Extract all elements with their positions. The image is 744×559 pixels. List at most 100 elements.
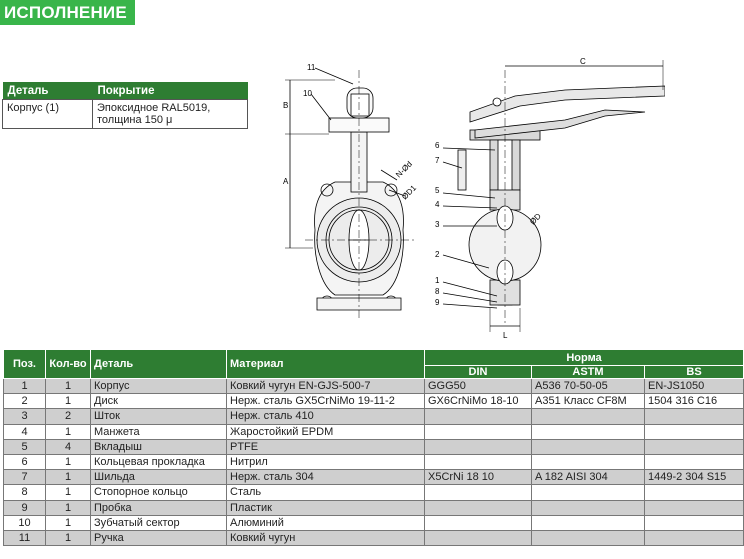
cell-material: Жаростойкий EPDM	[226, 423, 425, 440]
col-material: Материал	[226, 349, 425, 379]
cell-astm	[531, 423, 645, 440]
callout-4: 4	[435, 200, 440, 209]
cell-din	[424, 499, 532, 516]
callout-7: 7	[435, 156, 440, 165]
dim-a: A	[283, 177, 289, 186]
col-bs: BS	[643, 365, 744, 379]
cell-din	[424, 484, 532, 501]
col-qty: Кол-во	[45, 349, 91, 379]
cell-material: Алюминий	[226, 514, 425, 531]
cell-astm	[531, 453, 645, 471]
callout-2: 2	[435, 250, 440, 259]
col-pos: Поз.	[3, 349, 46, 379]
cell-qty: 1	[45, 469, 91, 486]
coating-row: Корпус (1) Эпоксидное RAL5019, толщина 1…	[2, 99, 248, 129]
callout-10: 10	[303, 89, 312, 98]
cell-material: Нерж. сталь 410	[226, 408, 425, 425]
callout-3: 3	[435, 220, 440, 229]
cell-bs: 1449-2 304 S15	[643, 469, 744, 486]
cell-pos: 5	[3, 438, 46, 455]
cell-bs	[643, 514, 744, 531]
cell-din	[424, 529, 532, 547]
callout-6: 6	[435, 141, 440, 150]
cell-bs: EN-JS1050	[643, 377, 744, 395]
cell-part: Кольцевая прокладка	[90, 453, 227, 471]
dim-c: C	[580, 57, 586, 66]
coating-col-part: Деталь	[2, 82, 93, 100]
cell-qty: 2	[45, 408, 91, 425]
cell-part: Вкладыш	[90, 438, 227, 455]
cell-material: Сталь	[226, 484, 425, 501]
cell-qty: 1	[45, 377, 91, 395]
cell-part: Ручка	[90, 529, 227, 547]
cell-qty: 4	[45, 438, 91, 455]
cell-pos: 4	[3, 423, 46, 440]
cell-pos: 8	[3, 484, 46, 501]
cell-pos: 3	[3, 408, 46, 425]
cell-part: Шильда	[90, 469, 227, 486]
cell-qty: 1	[45, 529, 91, 547]
cell-bs	[643, 408, 744, 425]
cell-din: X5CrNi 18 10	[424, 469, 532, 486]
cell-pos: 7	[3, 469, 46, 486]
cell-qty: 1	[45, 423, 91, 440]
callout-5: 5	[435, 186, 440, 195]
cell-din: GX6CrNiMo 18-10	[424, 393, 532, 410]
cell-material: Нерж. сталь GX5CrNiMo 19-11-2	[226, 393, 425, 410]
cell-pos: 1	[3, 377, 46, 395]
cell-part: Корпус	[90, 377, 227, 395]
cell-part: Пробка	[90, 499, 227, 516]
cell-material: Ковкий чугун EN-GJS-500-7	[226, 377, 425, 395]
cell-part: Шток	[90, 408, 227, 425]
dim-b: B	[283, 101, 288, 110]
cell-bs: 1504 316 C16	[643, 393, 744, 410]
dim-nod: N-Ød	[394, 160, 414, 180]
cell-astm	[531, 514, 645, 531]
cell-astm	[531, 484, 645, 501]
cell-material: Ковкий чугун	[226, 529, 425, 547]
cell-qty: 1	[45, 393, 91, 410]
cell-part: Зубчатый сектор	[90, 514, 227, 531]
cell-astm	[531, 529, 645, 547]
cell-bs	[643, 453, 744, 471]
cell-part: Диск	[90, 393, 227, 410]
cell-qty: 1	[45, 484, 91, 501]
cell-qty: 1	[45, 514, 91, 531]
cell-astm: A 182 AISI 304	[531, 469, 645, 486]
col-part: Деталь	[90, 349, 227, 379]
cell-bs	[643, 423, 744, 440]
cell-material: Нитрил	[226, 453, 425, 471]
dim-od1: ØD1	[400, 183, 418, 201]
cell-pos: 6	[3, 453, 46, 471]
col-norm: Норма	[423, 349, 744, 366]
coating-part: Корпус (1)	[2, 99, 93, 129]
cell-material: Пластик	[226, 499, 425, 516]
dim-l: L	[503, 331, 508, 340]
cell-pos: 10	[3, 514, 46, 531]
callout-11: 11	[307, 63, 316, 72]
section-title: ИСПОЛНЕНИЕ	[0, 0, 135, 25]
cell-astm: A536 70-50-05	[531, 377, 645, 395]
cell-bs	[643, 438, 744, 455]
coating-table: Деталь Покрытие Корпус (1) Эпоксидное RA…	[2, 82, 248, 129]
cell-part: Стопорное кольцо	[90, 484, 227, 501]
cell-bs	[643, 529, 744, 547]
cell-astm	[531, 499, 645, 516]
cell-bs	[643, 484, 744, 501]
callout-1: 1	[435, 276, 440, 285]
cell-din	[424, 514, 532, 531]
parts-table: Поз. Кол-во Деталь Материал Норма DIN AS…	[3, 349, 744, 547]
callout-8: 8	[435, 287, 440, 296]
cell-pos: 9	[3, 499, 46, 516]
cell-astm: A351 Класс CF8M	[531, 393, 645, 410]
